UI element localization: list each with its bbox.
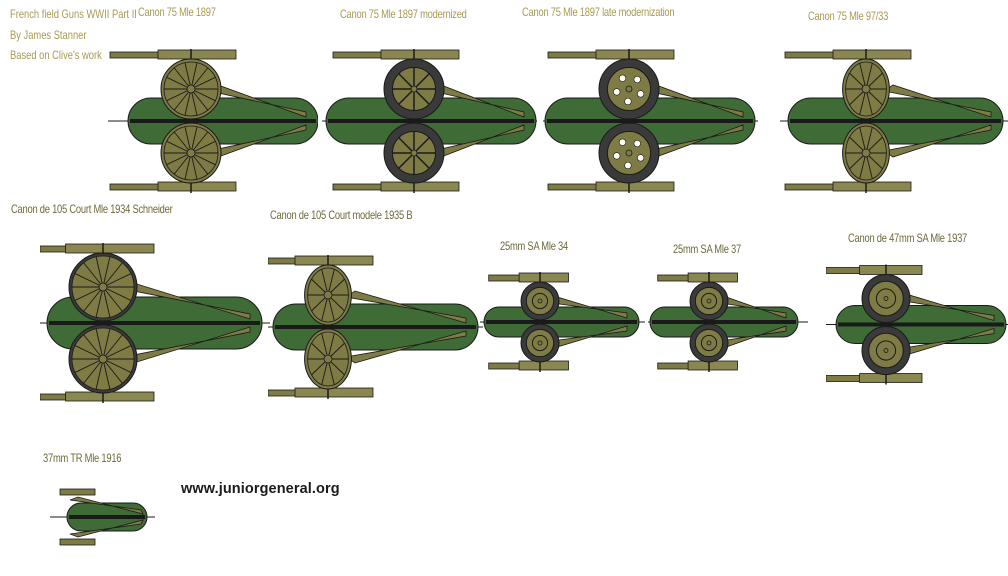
gun-sprite [826,262,1008,387]
gun-label: Canon 75 Mle 1897 modernized [340,7,467,21]
gun-sprite [480,272,645,372]
sheet-title: French field Guns WWII Part II [10,7,137,21]
gun-label: 25mm SA Mle 34 [500,239,568,253]
gun-label: Canon 75 Mle 1897 late modernization [522,5,675,19]
gun-sprite [648,272,808,372]
gun-label: 37mm TR Mle 1916 [43,451,122,465]
credit-line: Based on Clive's work [10,48,102,62]
gun-sprite [40,238,270,408]
gun-label: Canon de 47mm SA Mle 1937 [848,231,968,245]
gun-sprite [780,46,1008,196]
gun-sprite [50,486,155,548]
gun-label: 25mm SA Mle 37 [673,242,741,256]
gun-label: Canon de 105 Court Mle 1934 Schneider [11,202,173,216]
gun-label: Canon 75 Mle 1897 [138,5,216,19]
gun-sprite [108,46,318,196]
website-link[interactable]: www.juniorgeneral.org [181,481,340,497]
gun-label: Canon 75 Mle 97/33 [808,9,889,23]
author-line: By James Stanner [10,28,87,42]
gun-sprite [543,46,758,196]
gun-sprite [268,252,483,402]
gun-label: Canon de 105 Court modele 1935 B [270,208,413,222]
gun-sprite [322,46,537,196]
